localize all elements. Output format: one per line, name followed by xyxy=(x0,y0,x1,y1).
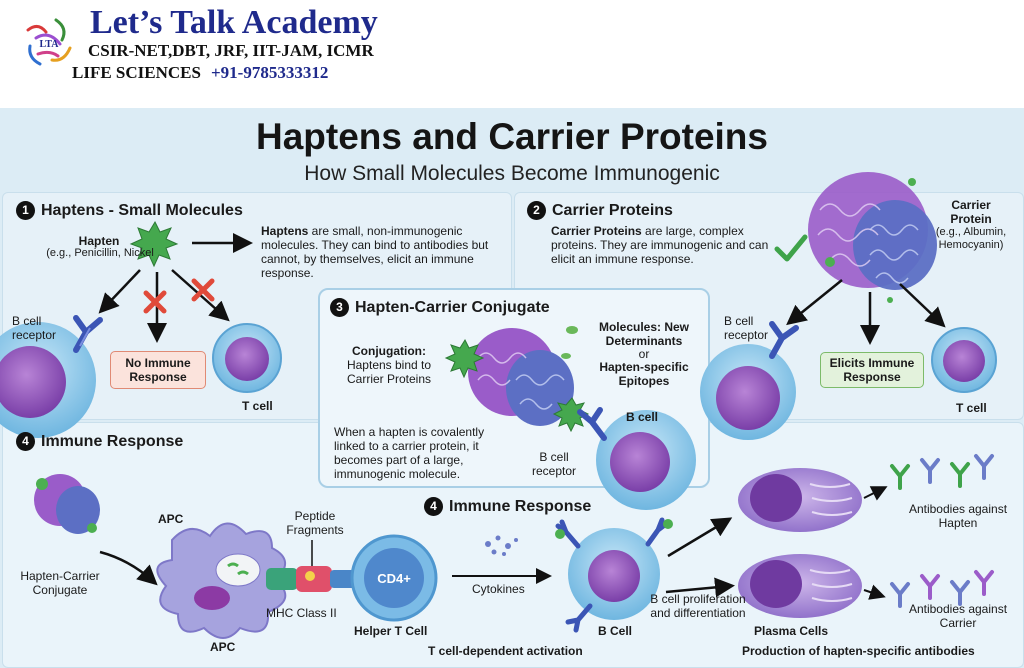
mhc-class-label: MHC Class II xyxy=(266,606,337,620)
production-label: Production of hapten-specific antibodies xyxy=(742,644,975,658)
header-bar: LTA Let’s Talk Academy CSIR-NET,DBT, JRF… xyxy=(0,0,1024,108)
hapten-examples: (e.g., Penicillin, Nickel xyxy=(46,247,154,259)
hapten-label: Hapten xyxy=(78,234,120,248)
carrier-protein-label: Carrier Protein xyxy=(950,198,992,226)
antibodies-hapten-icon xyxy=(890,454,994,490)
checkmark-icon xyxy=(774,234,808,262)
b-cell-icon xyxy=(555,517,673,633)
helper-t-cell-label: Helper T Cell xyxy=(354,624,428,638)
apc-cell-icon xyxy=(156,522,287,639)
section-4-title-secondary: Immune Response xyxy=(449,497,592,515)
section-1-title: Haptens - Small Molecules xyxy=(41,201,243,219)
svg-text:LTA: LTA xyxy=(40,39,60,50)
b-cell-label: B Cell xyxy=(598,624,633,638)
conjugate-label: Hapten-Carrier Conjugate xyxy=(20,569,100,597)
page-subtitle: How Small Molecules Become Immunogenic xyxy=(304,162,720,185)
conjugation-text: Haptens bind to Carrier Proteins xyxy=(346,358,432,386)
antibodies-hapten-label: Antibodies against Hapten xyxy=(908,502,1008,530)
brand-subject: LIFE SCIENCES xyxy=(72,63,201,82)
t-cell-icon xyxy=(931,327,997,393)
section-2-title: Carrier Proteins xyxy=(552,201,673,219)
hapten-desc-text: are small, non-immunogenic molecules. Th… xyxy=(261,224,489,280)
plasma-cell-icon xyxy=(738,468,862,532)
page-title: Haptens and Carrier Proteins xyxy=(256,116,768,157)
red-cross-icon xyxy=(191,278,215,302)
step-number: 4 xyxy=(16,432,35,451)
t-cell-icon xyxy=(212,323,282,393)
t-cell-label: T cell xyxy=(956,401,987,415)
step-number: 2 xyxy=(527,201,546,220)
b-cell-receptor-label: B cell receptor xyxy=(724,314,769,342)
new-determinants-label: Molecules: New Determinants xyxy=(598,320,690,348)
section-3-heading: 3 Hapten-Carrier Conjugate xyxy=(330,298,550,317)
peptide-fragments-label: Peptide Fragments xyxy=(286,509,344,537)
b-cell-icon xyxy=(700,321,799,440)
section-1-heading: 1 Haptens - Small Molecules xyxy=(16,201,243,220)
brand-exams: CSIR-NET,DBT, JRF, IIT-JAM, ICMR xyxy=(88,41,374,60)
plasma-cell-icon xyxy=(738,554,862,618)
b-cell-receptor-label: B cell receptor xyxy=(531,450,577,478)
carrier-examples: (e.g., Albumin, Hemocyanin) xyxy=(935,226,1007,251)
brand-subject-line: LIFE SCIENCES +91-9785333312 xyxy=(72,63,328,83)
hapten-desc-bold: Haptens xyxy=(261,224,309,238)
plasma-cells-label: Plasma Cells xyxy=(754,624,829,638)
brand-phone: +91-9785333312 xyxy=(210,63,329,82)
hapten-star-icon xyxy=(129,220,179,268)
helper-t-cell-icon: CD4+ xyxy=(350,534,438,622)
conjugation-note: Conjugation:Haptens bind to Carrier Prot… xyxy=(336,344,442,386)
no-immune-response-box: No Immune Response xyxy=(110,351,206,389)
cytokines-label: Cytokines xyxy=(472,582,525,596)
conjugate-description: When a hapten is covalently linked to a … xyxy=(334,425,485,481)
apc-bottom-label: APC xyxy=(210,640,236,654)
b-cell-receptor-label: B cell receptor xyxy=(12,314,57,342)
mhc-tcr-complex-icon xyxy=(266,566,358,592)
or-label: or xyxy=(638,347,650,361)
b-cell-icon xyxy=(577,407,696,510)
step-number: 1 xyxy=(16,201,35,220)
section-2-heading: 2 Carrier Proteins xyxy=(527,201,673,220)
b-cell-icon xyxy=(0,315,103,438)
step-number: 3 xyxy=(330,298,349,317)
antibodies-carrier-icon xyxy=(890,570,994,608)
cytokine-dots-icon xyxy=(485,535,518,556)
svg-text:CD4+: CD4+ xyxy=(377,571,411,586)
conjugate-protein-small-icon xyxy=(34,474,100,534)
carrier-desc-bold: Carrier Proteins xyxy=(551,224,642,238)
hapten-epitopes-label: Hapten-specific Epitopes xyxy=(599,360,689,388)
carrier-desc-text: are large, complex proteins. They are im… xyxy=(551,224,769,266)
conjugate-protein-icon xyxy=(468,328,574,426)
proliferation-label: B cell proliferation and differentiation xyxy=(650,592,746,620)
t-cell-label: T cell xyxy=(242,399,273,413)
section-4-heading: 4 Immune Response xyxy=(16,432,183,451)
section-4-heading-secondary: 4 Immune Response xyxy=(424,497,591,516)
hapten-star-icon xyxy=(552,397,590,433)
t-cell-dependent-label: T cell-dependent activation xyxy=(428,644,583,658)
b-cell-label: B cell xyxy=(626,410,659,424)
carrier-description: Carrier Proteins are large, complex prot… xyxy=(551,224,773,266)
antibodies-carrier-label: Antibodies against Carrier xyxy=(908,602,1008,630)
brand-title: Let’s Talk Academy xyxy=(90,4,378,41)
academy-logo-icon: LTA xyxy=(19,13,79,73)
conjugation-bold: Conjugation: xyxy=(352,344,426,358)
elicits-immune-response-box: Elicits Immune Response xyxy=(820,352,924,388)
step-number: 4 xyxy=(424,497,443,516)
apc-top-label: APC xyxy=(158,512,184,526)
hapten-star-icon xyxy=(444,338,485,379)
red-cross-icon xyxy=(143,290,167,314)
section-3-title: Hapten-Carrier Conjugate xyxy=(355,298,550,316)
carrier-protein-icon xyxy=(808,172,937,303)
hapten-description: Haptens are small, non-immunogenic molec… xyxy=(261,224,505,280)
section-4-title: Immune Response xyxy=(41,432,184,450)
hapten-epitope-icon xyxy=(566,326,578,334)
hapten-epitope-icon xyxy=(561,353,571,359)
